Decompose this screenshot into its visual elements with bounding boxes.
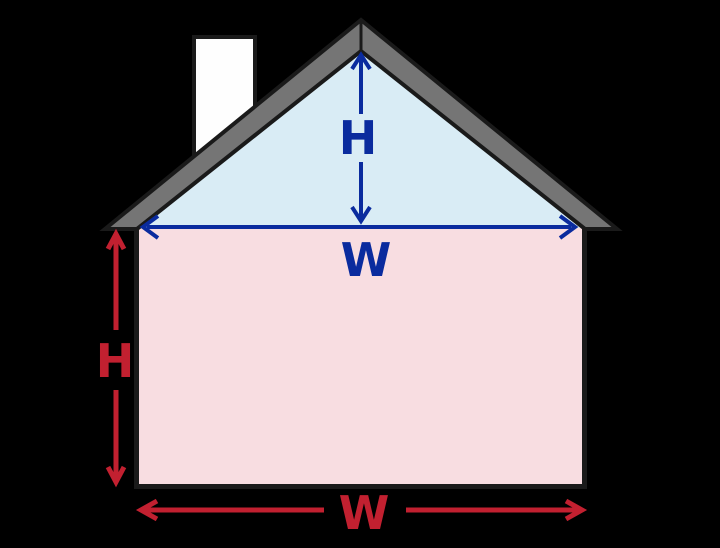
body-height-arrow	[105, 228, 127, 488]
gable-height-arrow	[350, 51, 372, 225]
body-width-arrow	[135, 498, 588, 522]
house-body	[134, 228, 586, 486]
gable-height-arrowhead-up	[350, 51, 372, 71]
gable-width-arrowhead-right	[558, 214, 579, 240]
house-body-outline	[134, 228, 587, 489]
gable-width-label: W	[341, 233, 392, 287]
body-height-arrowhead-down	[105, 465, 127, 488]
gable-triangle	[138, 51, 584, 228]
gable-width-arrowhead-left	[139, 214, 160, 240]
gable-height-label: H	[339, 111, 378, 165]
body-width-arrowhead-right	[564, 498, 588, 522]
body-height-arrowhead-up	[105, 228, 127, 251]
gable-width-arrow	[139, 214, 579, 240]
gable-height-arrowhead-down	[350, 205, 372, 225]
body-width-arrowhead-left	[135, 498, 159, 522]
body-width-label: W	[339, 486, 390, 540]
body-height-label: H	[96, 334, 135, 388]
